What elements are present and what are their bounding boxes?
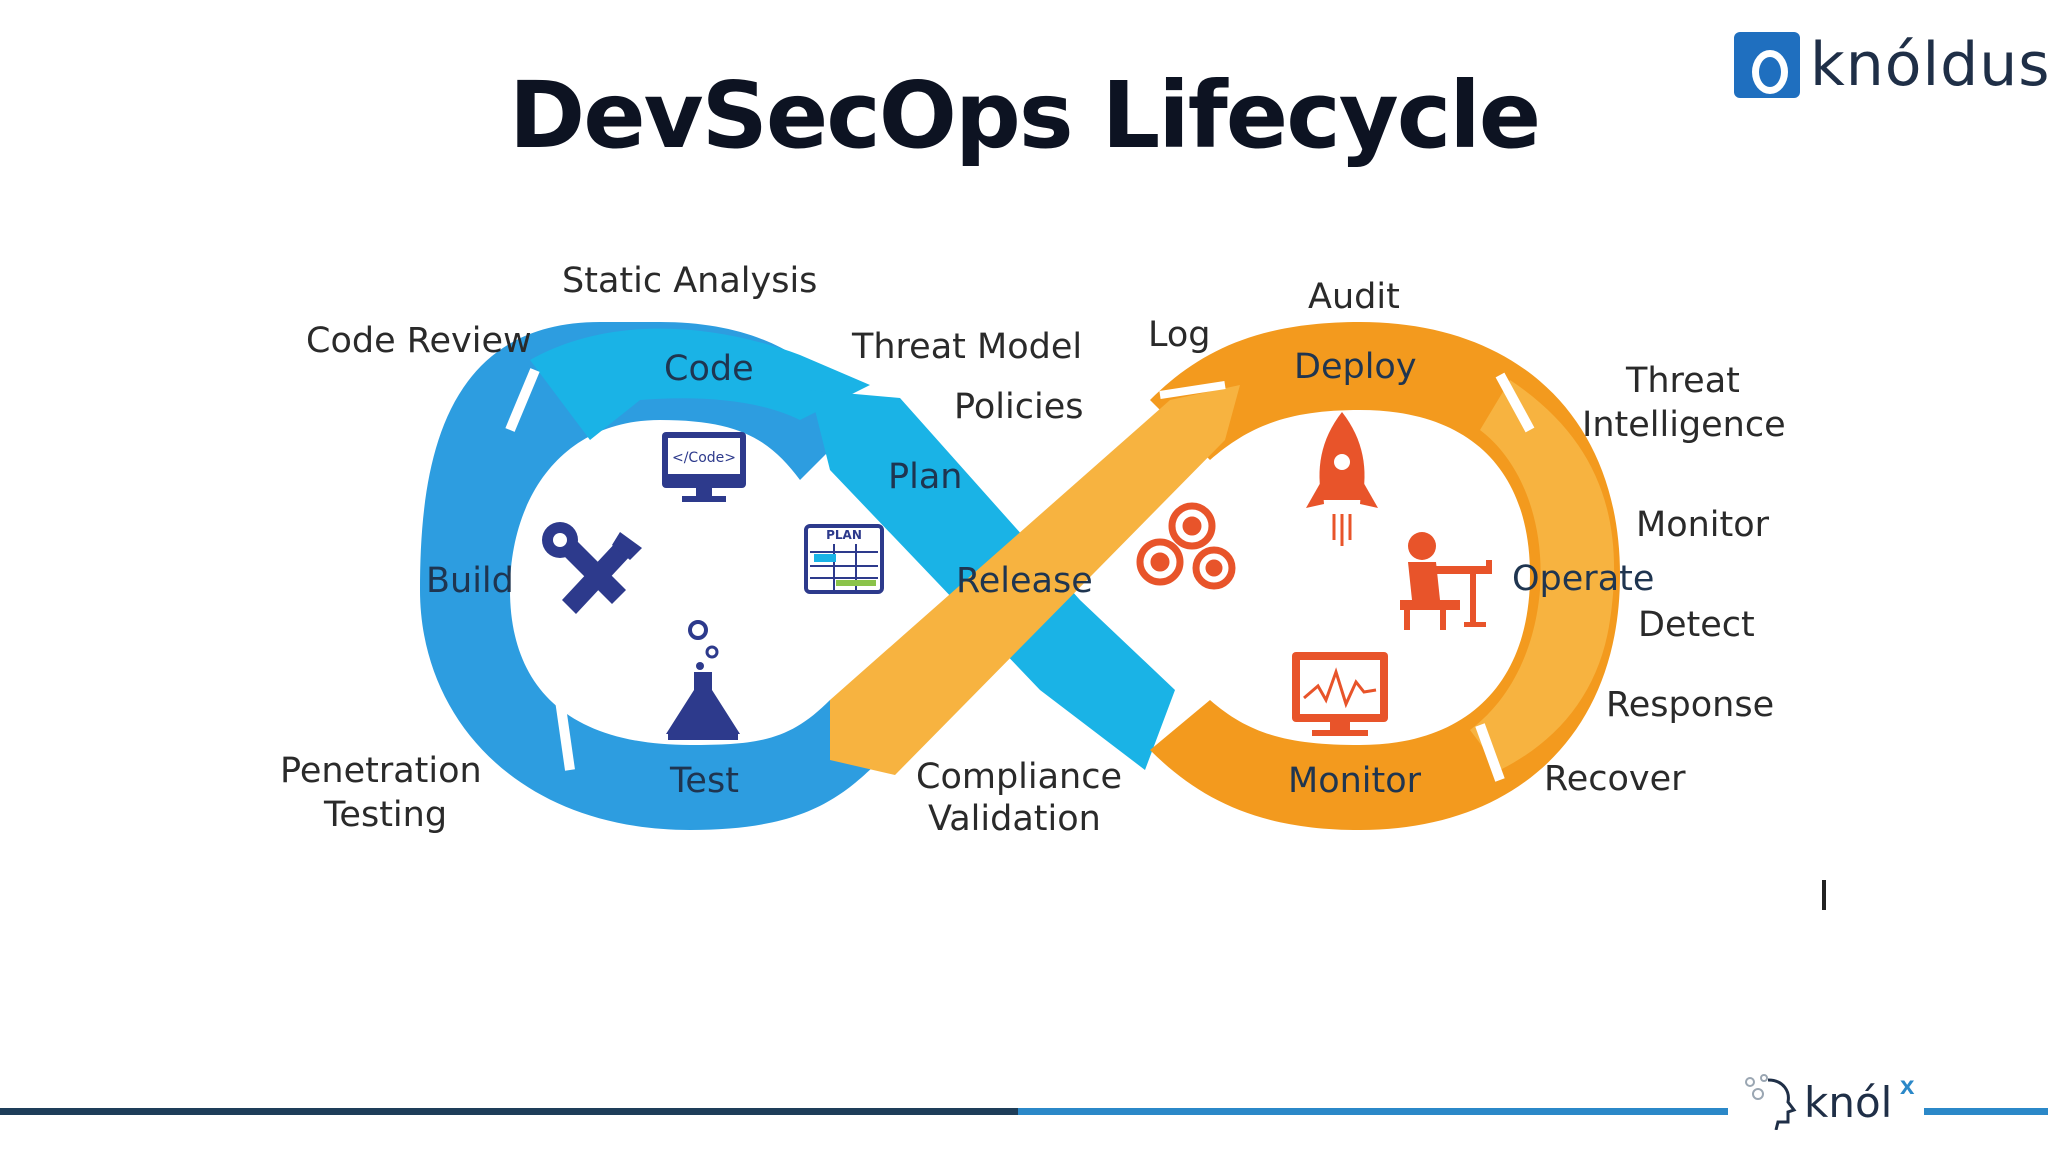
knolx-head-icon [1745,1074,1797,1131]
flask-icon [666,620,740,740]
stage-build: Build [426,561,514,601]
label-validation: Validation [928,799,1101,839]
footer-bar-light [1018,1108,1728,1115]
code-arc [530,328,870,440]
label-response: Response [1606,685,1774,725]
stage-test: Test [669,761,739,801]
gears-icon [1136,502,1236,590]
label-recover: Recover [1544,759,1686,799]
operate-arc [1470,380,1615,770]
knoldus-logo-text: knóldus [1810,30,2048,100]
code-monitor-icon: </Code> [662,432,746,502]
label-threat-model: Threat Model [851,327,1082,367]
label-monitor-side: Monitor [1636,505,1770,545]
label-detect: Detect [1638,605,1755,645]
label-threat: Threat [1625,361,1740,401]
stage-monitor: Monitor [1288,761,1422,801]
operator-desk-icon [1400,532,1492,630]
label-compliance: Compliance [916,757,1122,797]
plan-sheet-icon: PLAN [804,524,884,594]
label-code-review: Code Review [306,321,532,361]
footer-bar-dark [0,1108,1018,1115]
knolx-text: knól [1804,1078,1893,1127]
stage-plan: Plan [888,457,962,497]
footer-bar-end [1924,1108,2048,1115]
svg-text:PLAN: PLAN [826,528,862,542]
knolx-logo: knól x [1738,1070,1918,1131]
label-log: Log [1148,315,1211,355]
knolx-sup: x [1900,1070,1915,1100]
stage-release: Release [956,561,1093,601]
svg-text:</Code>: </Code> [672,450,736,466]
knoldus-logo: knóldus [1734,30,2048,102]
label-static-analysis: Static Analysis [562,261,817,301]
label-audit: Audit [1308,277,1400,317]
label-intelligence: Intelligence [1582,405,1786,445]
monitor-chart-icon [1292,652,1388,736]
stage-operate: Operate [1512,559,1654,599]
stray-mark [1822,880,1826,910]
stage-deploy: Deploy [1294,347,1417,387]
knoldus-logo-mark [1734,32,1800,98]
rocket-icon [1306,412,1378,546]
orange-loop [830,322,1620,830]
page-title: DevSecOps Lifecycle [508,62,1541,169]
label-policies: Policies [954,387,1083,427]
label-testing: Testing [323,795,447,835]
orange-ribbon [830,385,1240,775]
blue-ring [420,322,880,830]
stage-code: Code [664,349,754,389]
tools-icon [542,522,642,614]
label-penetration: Penetration [280,751,482,791]
